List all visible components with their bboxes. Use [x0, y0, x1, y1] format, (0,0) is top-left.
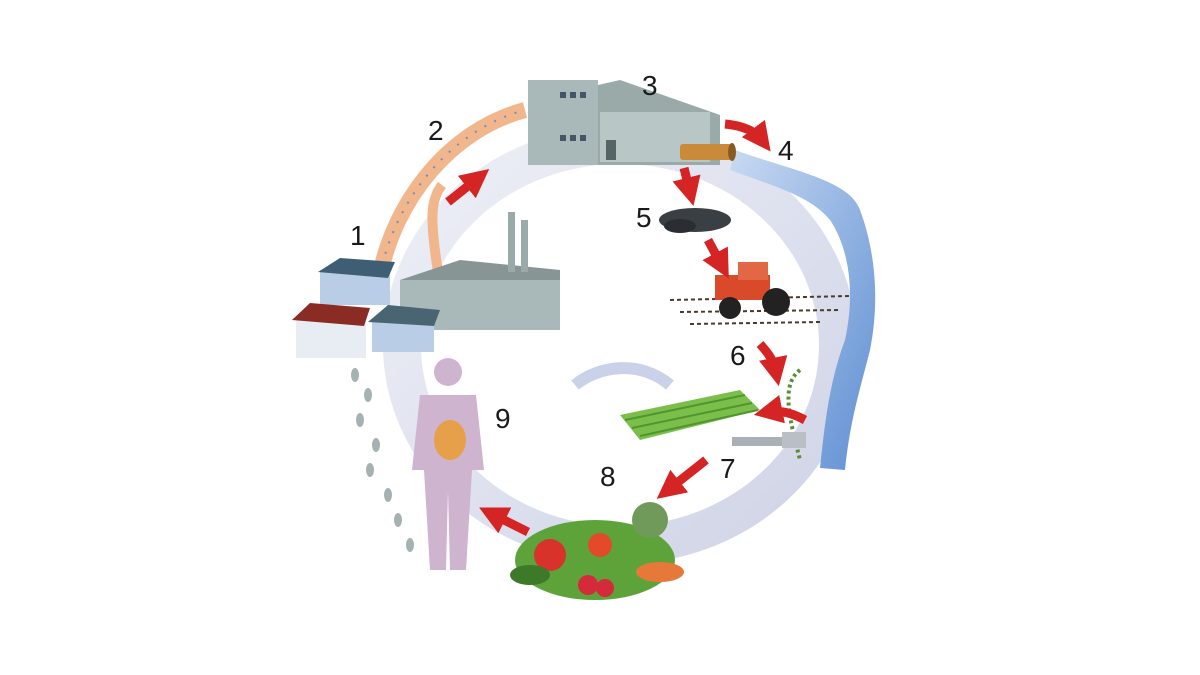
- arrow-river-to-7: [753, 395, 808, 425]
- flow-arrows: [445, 119, 808, 537]
- treatment-plant-icon: [528, 80, 720, 165]
- step-label-8: 8: [600, 461, 616, 492]
- arrow-7-to-8: [656, 456, 709, 499]
- step-label-2: 2: [428, 115, 444, 146]
- outfall-pipe-icon: [680, 143, 736, 161]
- human-body-icon: [412, 358, 484, 570]
- tractor-field-icon: [669, 262, 851, 325]
- step-label-4: 4: [778, 135, 794, 166]
- step-label-9: 9: [495, 403, 511, 434]
- arrow-1-to-2: [445, 169, 490, 206]
- sludge-icon: [659, 208, 731, 233]
- step-label-7: 7: [720, 453, 736, 484]
- footprints-icon: [351, 368, 414, 552]
- arrow-6-down: [756, 340, 788, 387]
- vegetables-icon: [510, 502, 684, 600]
- irrigation-field-icon: [571, 362, 806, 448]
- step-label-1: 1: [350, 220, 366, 251]
- step-label-3: 3: [642, 70, 658, 101]
- river-icon: [730, 150, 876, 470]
- arrow-3-to-5: [672, 166, 701, 206]
- arrow-3-to-4: [724, 119, 771, 152]
- arrow-5-to-6: [702, 237, 729, 279]
- sewer-pipes-icon: [372, 102, 528, 277]
- arrow-8-to-9: [479, 507, 531, 537]
- step-label-5: 5: [636, 202, 652, 233]
- houses-and-factory-icon: [292, 212, 560, 358]
- river-bank: [786, 368, 802, 461]
- step-label-6: 6: [730, 340, 746, 371]
